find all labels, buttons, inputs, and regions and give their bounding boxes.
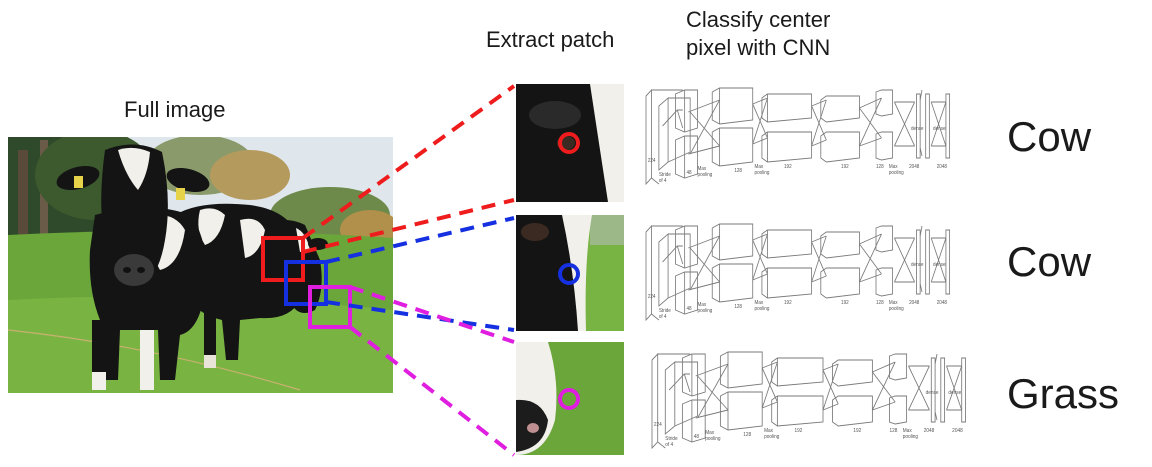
patch-3-image — [516, 342, 624, 455]
classify-heading-line2: pixel with CNN — [686, 35, 831, 60]
patch-2-center-marker — [558, 263, 580, 285]
patch-3-center-marker — [558, 388, 580, 410]
cnn-diagram-2 — [645, 223, 951, 321]
prediction-label-3: Grass — [1007, 370, 1120, 417]
full-image-heading: Full image — [124, 97, 226, 122]
patch-2-image — [516, 215, 624, 331]
cnn-diagram-1 — [645, 87, 951, 185]
extract-patch-heading: Extract patch — [486, 27, 615, 52]
prediction-label-2: Cow — [1007, 238, 1092, 285]
classify-heading-line1: Classify center — [686, 7, 831, 32]
patch-1-center-marker — [558, 132, 580, 154]
red-patch-box — [261, 236, 305, 282]
patch-1-image — [516, 84, 624, 202]
full-image-photo — [8, 137, 393, 393]
prediction-label-1: Cow — [1007, 113, 1092, 160]
blue-patch-box — [284, 260, 328, 306]
patch-connectors — [301, 84, 516, 457]
cnn-diagram-3 — [651, 351, 966, 449]
